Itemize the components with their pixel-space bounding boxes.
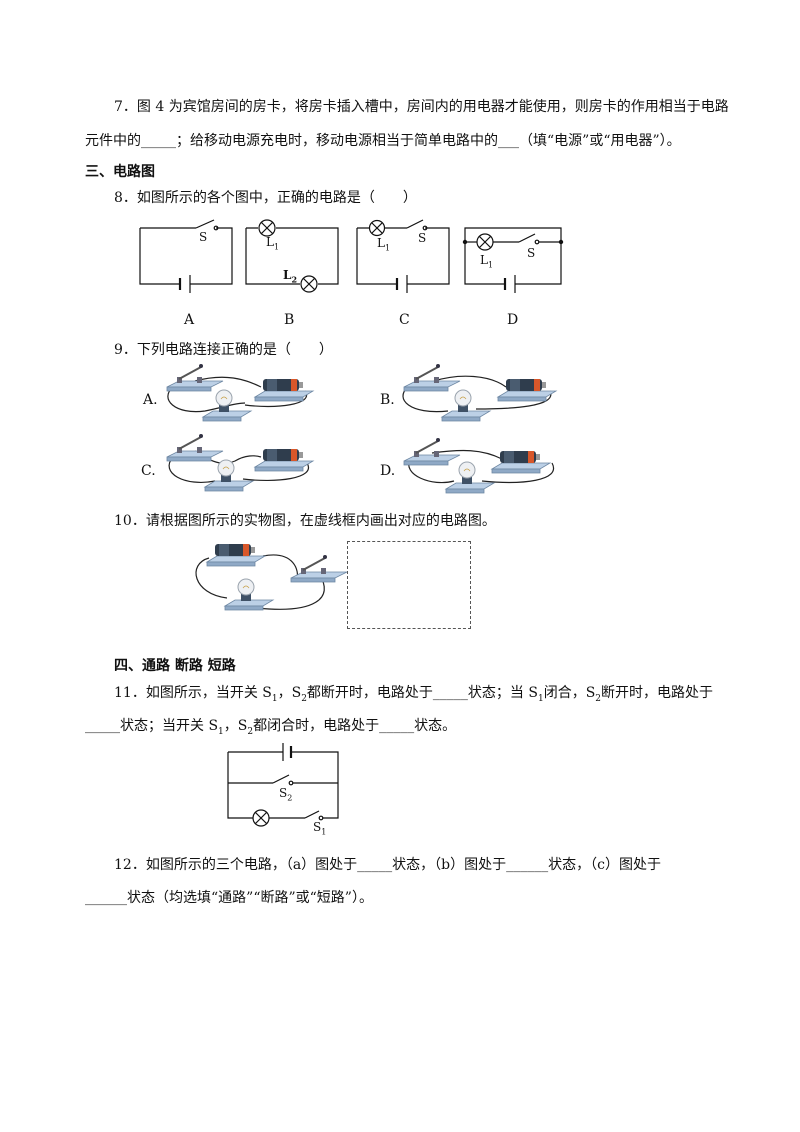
q9-option-b-figure — [402, 363, 557, 422]
q8-b-lamp1-label: L1 — [266, 235, 280, 252]
q9-text: 9．下列电路连接正确的是（ ） — [114, 342, 333, 358]
q9-option-c-figure — [166, 433, 314, 492]
q7-line1: 7．图 4 为宾馆房间的房卡，将房卡插入槽中，房间内的用电器才能使用，则房卡的作… — [114, 99, 729, 115]
q9-option-c-label: C. — [141, 463, 156, 479]
q9-option-b-label: B. — [380, 392, 395, 408]
q9-option-d-figure — [403, 437, 555, 494]
q11-circuit — [227, 743, 339, 827]
q8-label-b: B — [284, 312, 295, 328]
section-4-title: 四、通路 断路 短路 — [114, 658, 236, 674]
q8-label-c: C — [399, 312, 410, 328]
q8-label-d: D — [507, 312, 519, 328]
q10-figure — [195, 543, 348, 611]
q9-option-a-label: A. — [143, 392, 158, 408]
q8-c-lamp-label: L1 — [377, 236, 391, 253]
q8-b-lamp2-label: L2 — [283, 268, 298, 285]
q8-label-a: A — [184, 312, 195, 328]
q8-text: 8．如图所示的各个图中，正确的电路是（ ） — [114, 190, 417, 206]
q12-line1: 12．如图所示的三个电路，（a）图处于_____状态，（b）图处于______状… — [114, 857, 661, 873]
q9-option-a-figure — [166, 363, 314, 422]
q8-c-switch-label: S — [418, 231, 427, 245]
q7-line2: 元件中的_____；给移动电源充电时，移动电源相当于简单电路中的___（填“电源… — [85, 133, 681, 149]
q8-diagram-d — [462, 227, 564, 293]
q10-answer-box[interactable] — [347, 541, 471, 629]
q11-s1-label: S1 — [313, 820, 327, 837]
q8-diagram-c — [356, 219, 450, 293]
q8-diagram-b — [245, 219, 339, 293]
q11-line1: 11．如图所示，当开关 S1，S2都断开时，电路处于_____状态；当 S1闭合… — [114, 685, 714, 704]
q8-d-switch-label: S — [527, 246, 536, 260]
q10-text: 10．请根据图所示的实物图，在虚线框内画出对应的电路图。 — [114, 513, 496, 529]
q11-line2: _____状态；当开关 S1，S2都闭合时，电路处于_____状态。 — [85, 718, 457, 737]
q8-diagram-a — [139, 219, 233, 293]
section-3-title: 三、电路图 — [85, 164, 155, 180]
q9-option-d-label: D. — [380, 463, 396, 479]
q11-s2-label: S2 — [279, 786, 293, 803]
q12-line2: ______状态（均选填“通路”“断路”或“短路”）。 — [85, 890, 373, 906]
q8-a-switch-label: S — [199, 230, 208, 244]
q8-d-lamp-label: L1 — [480, 253, 494, 270]
